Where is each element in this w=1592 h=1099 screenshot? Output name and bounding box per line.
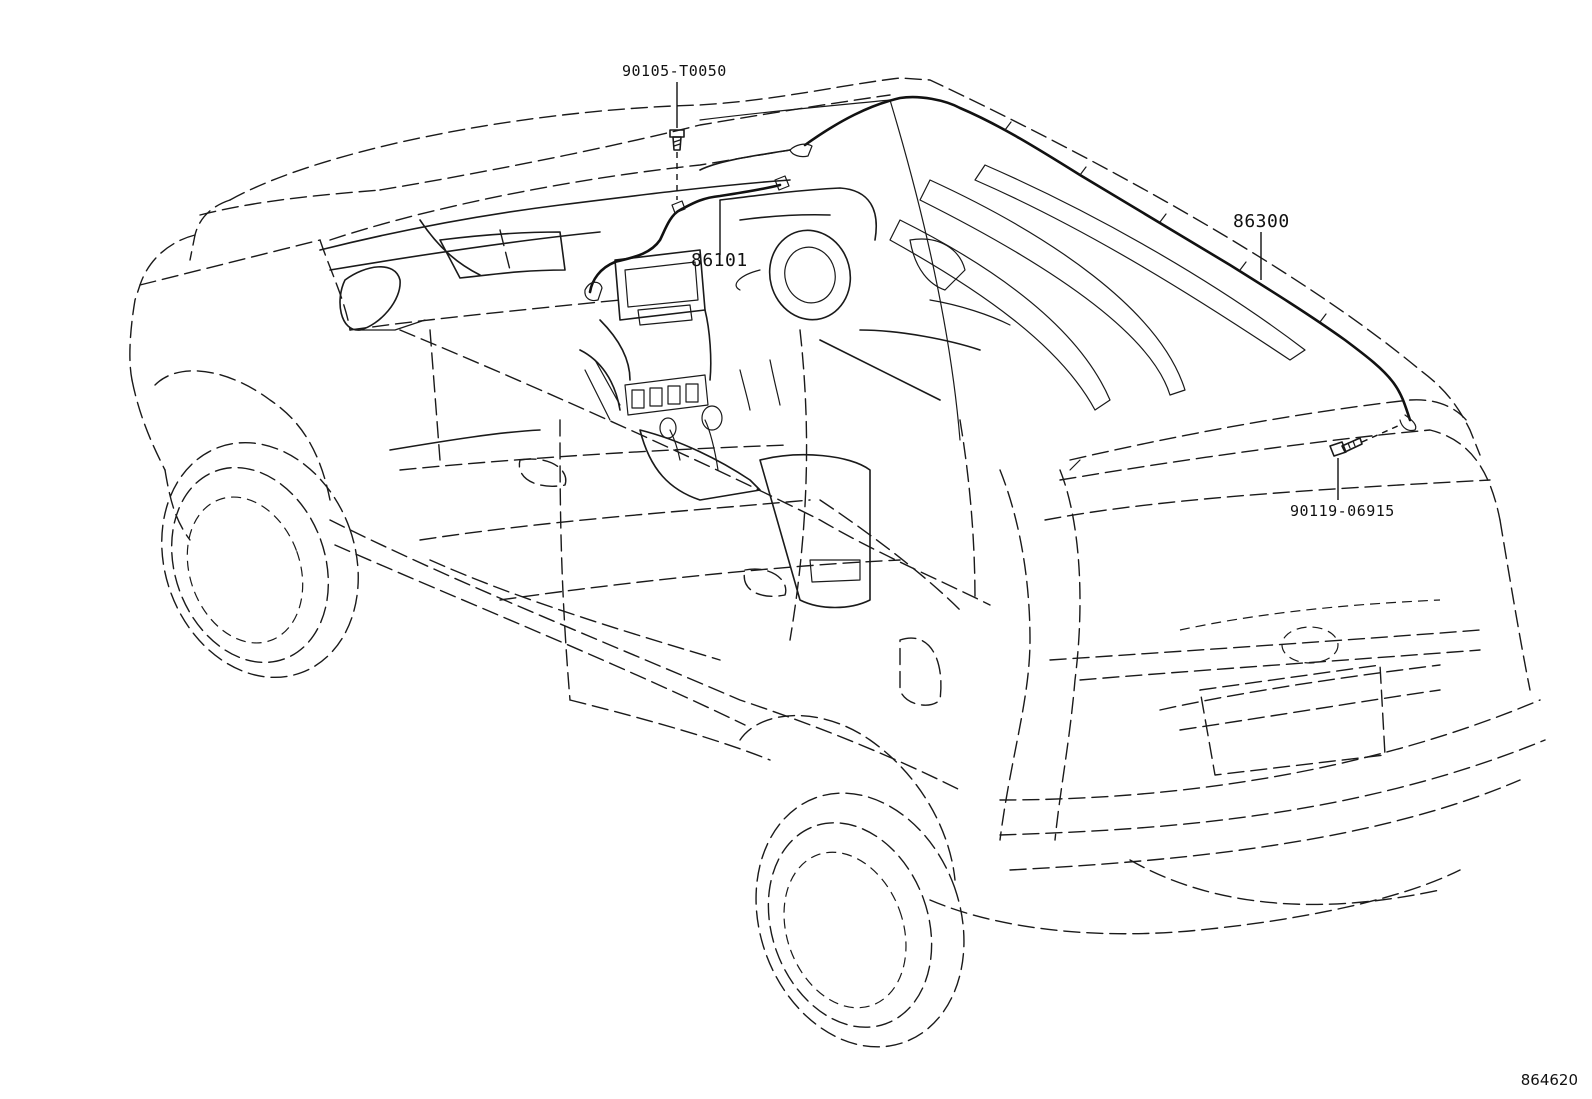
screw-90105-T0050 bbox=[669, 129, 685, 151]
vehicle-body-outline bbox=[129, 77, 1546, 1048]
vehicle-interior bbox=[319, 99, 1306, 609]
screw-90119-06915 bbox=[1329, 437, 1363, 457]
part-label-86101: 86101 bbox=[691, 250, 748, 271]
part-label-90119-06915: 90119-06915 bbox=[1290, 502, 1395, 520]
roof-harness-86300 bbox=[803, 95, 1412, 422]
front-harness-86101 bbox=[588, 183, 782, 294]
part-label-86300: 86300 bbox=[1233, 211, 1290, 232]
leader-lines bbox=[676, 82, 1401, 500]
figure-number: 864620 bbox=[1520, 1071, 1578, 1089]
wire-harness bbox=[584, 95, 1417, 432]
part-label-90105-T0050: 90105-T0050 bbox=[622, 62, 727, 80]
